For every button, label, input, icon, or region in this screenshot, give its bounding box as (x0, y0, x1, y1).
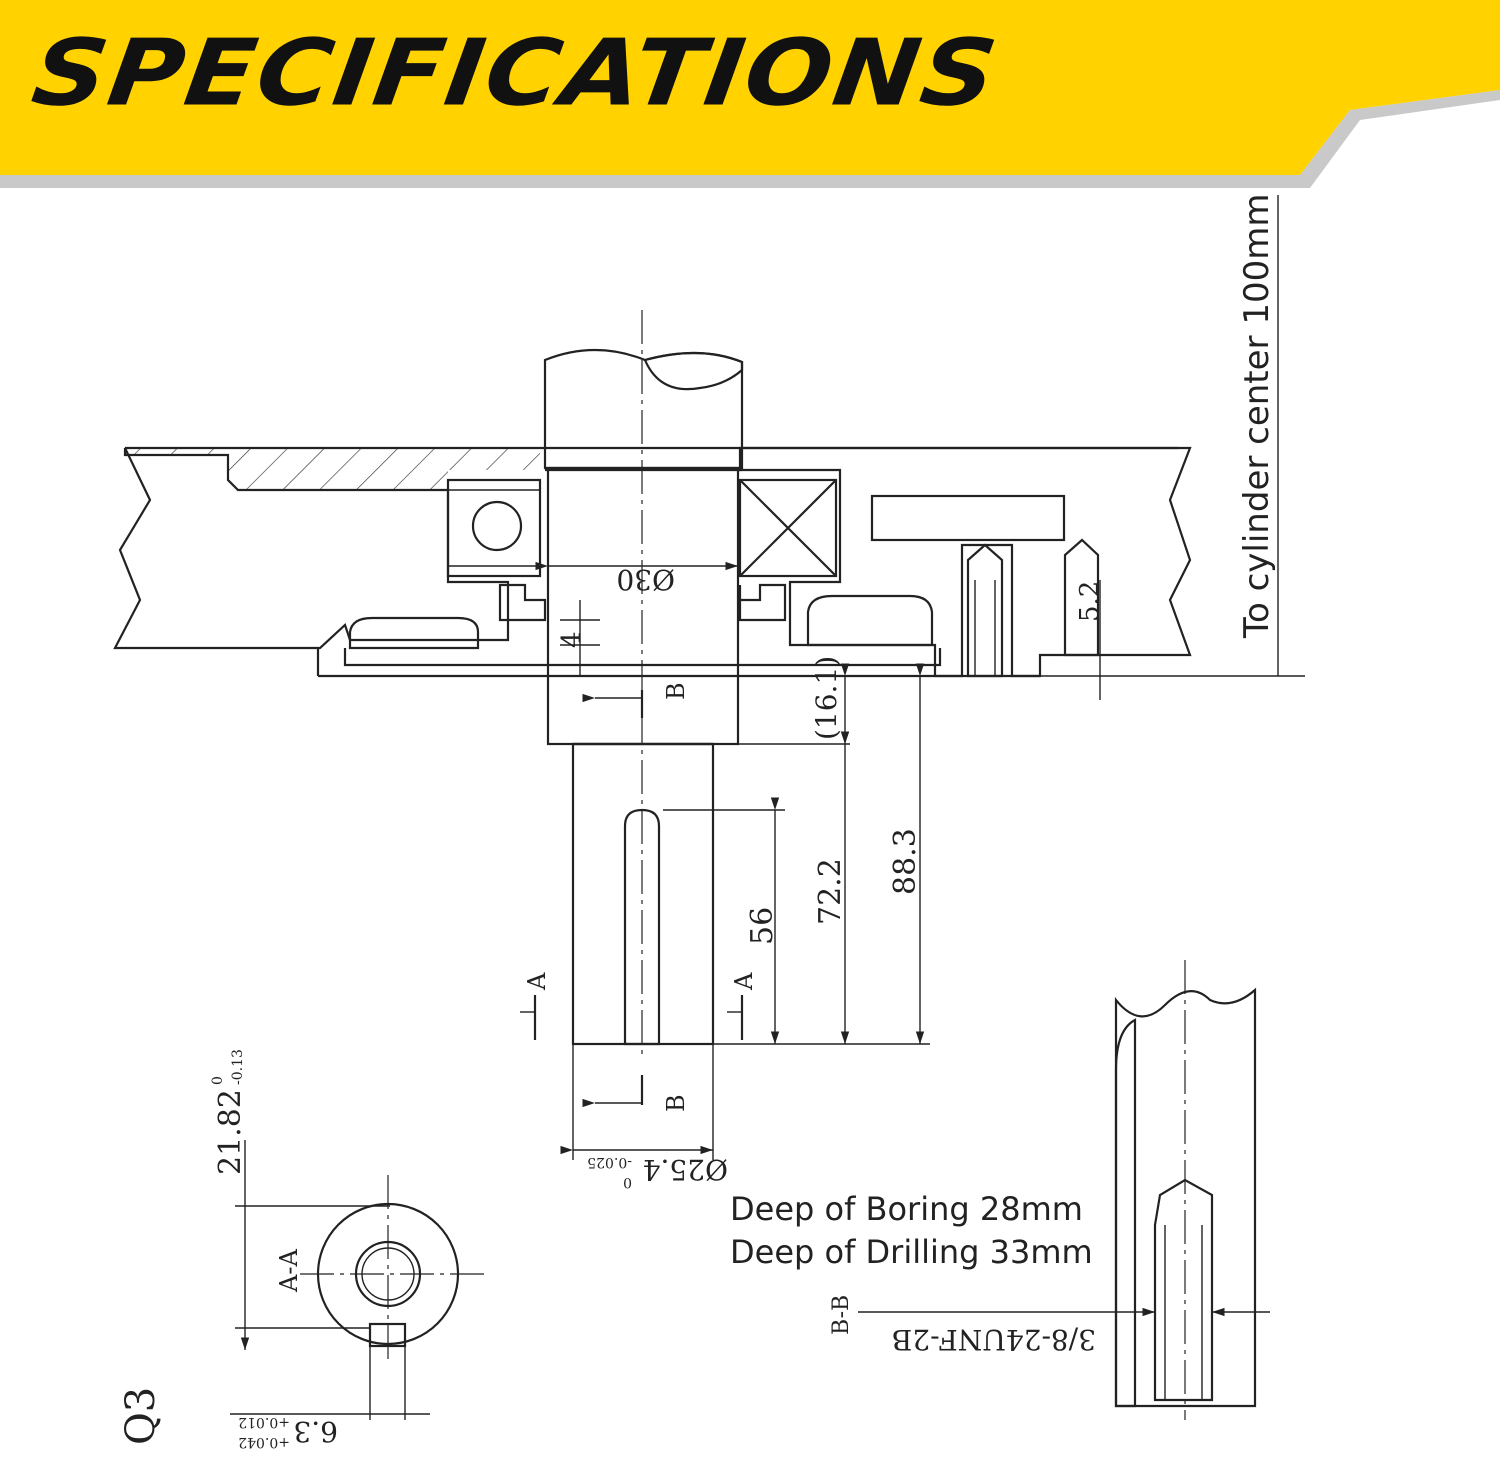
shaft-diameter-tol-lower: -0.025 (587, 1154, 632, 1170)
bore-diameter-label: Ø30 (616, 563, 675, 596)
dimension-lines (520, 195, 1305, 1160)
model-label: Q3 (118, 1387, 164, 1445)
dim-6-3-tol-lower: +0.012 (238, 1414, 290, 1430)
dim-16-1-label: (16.1) (810, 656, 843, 740)
thread-spec-label: 3/8-24UNF-2B (892, 1323, 1096, 1356)
shaft-diameter-annotation: Ø25.4 0 -0.025 (587, 1153, 728, 1190)
section-a-a (230, 1140, 488, 1420)
shaft-diameter-tol-upper: 0 (623, 1174, 632, 1190)
section-a-right-label: A (730, 972, 758, 991)
section-a-a-label: A-A (275, 1249, 303, 1293)
section-b-top-label: B (662, 682, 690, 700)
dim-4-label: 4 (557, 631, 587, 648)
dim-6-3-tol-upper: +0.042 (238, 1434, 290, 1450)
left-bearing (446, 478, 542, 578)
section-b-bottom-label: B (662, 1094, 690, 1112)
drilling-depth-note: Deep of Drilling 33mm (730, 1233, 1093, 1271)
dim-21-82-tol-lower: -0.13 (230, 1049, 246, 1085)
section-b-b-label: B-B (829, 1295, 854, 1335)
specifications-banner: SPECIFICATIONS (0, 0, 1500, 200)
crankshaft (543, 310, 744, 1060)
dim-21-82-label: 21.82 (213, 1089, 248, 1175)
dim-21-82-annotation: 21.82 0 -0.13 (210, 1049, 248, 1175)
boring-depth-note: Deep of Boring 28mm (730, 1190, 1083, 1228)
right-bearing (738, 478, 838, 578)
dim-72-2-label: 72.2 (813, 858, 848, 925)
section-a-left-label: A (523, 972, 551, 991)
dim-88-3-label: 88.3 (888, 828, 923, 895)
section-b-b (858, 960, 1270, 1420)
oil-seals (498, 583, 787, 622)
banner-background (0, 0, 1500, 188)
cylinder-center-label: To cylinder center 100mm (1237, 194, 1277, 639)
dim-21-82-tol-upper: 0 (210, 1076, 226, 1085)
dim-56-label: 56 (745, 907, 780, 945)
shaft-diameter-label: Ø25.4 (643, 1153, 728, 1186)
dim-6-3-label: 6.3 (293, 1415, 338, 1448)
crankcase-section (113, 446, 1192, 678)
dim-6-3-annotation: 6.3 +0.042 +0.012 (238, 1414, 338, 1450)
dim-5-2-label: 5.2 (1075, 581, 1105, 622)
